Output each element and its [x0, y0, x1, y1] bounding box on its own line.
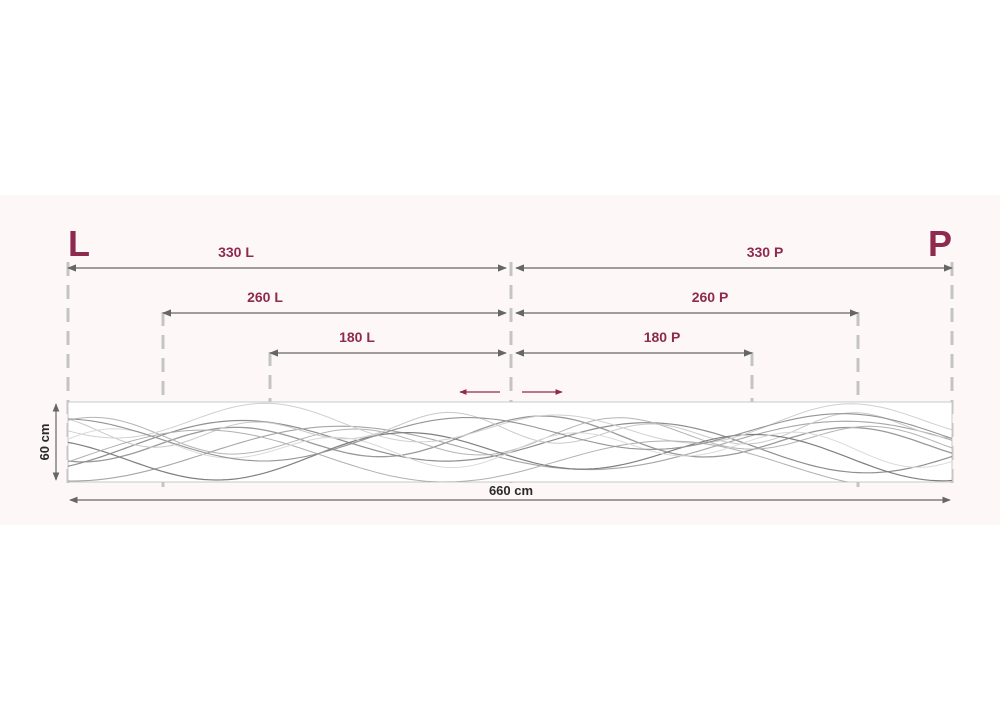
label-330-left: 330 L: [218, 244, 254, 260]
side-left-letter: L: [68, 223, 90, 264]
wave-line: [68, 428, 952, 468]
wave-line: [68, 411, 952, 448]
wave-line: [68, 431, 952, 482]
label-height: 60 cm: [37, 424, 52, 461]
wave-line: [68, 429, 850, 482]
label-330-right: 330 P: [747, 244, 784, 260]
dimension-arrows: [67, 264, 953, 357]
side-right-letter: P: [928, 223, 952, 264]
label-260-left: 260 L: [247, 289, 283, 305]
label-180-right: 180 P: [644, 329, 681, 345]
wave-pattern: [68, 402, 952, 482]
wave-line: [68, 413, 952, 462]
label-width: 660 cm: [489, 483, 533, 498]
label-260-right: 260 P: [692, 289, 729, 305]
wallpaper-panel: [67, 401, 953, 483]
label-180-left: 180 L: [339, 329, 375, 345]
